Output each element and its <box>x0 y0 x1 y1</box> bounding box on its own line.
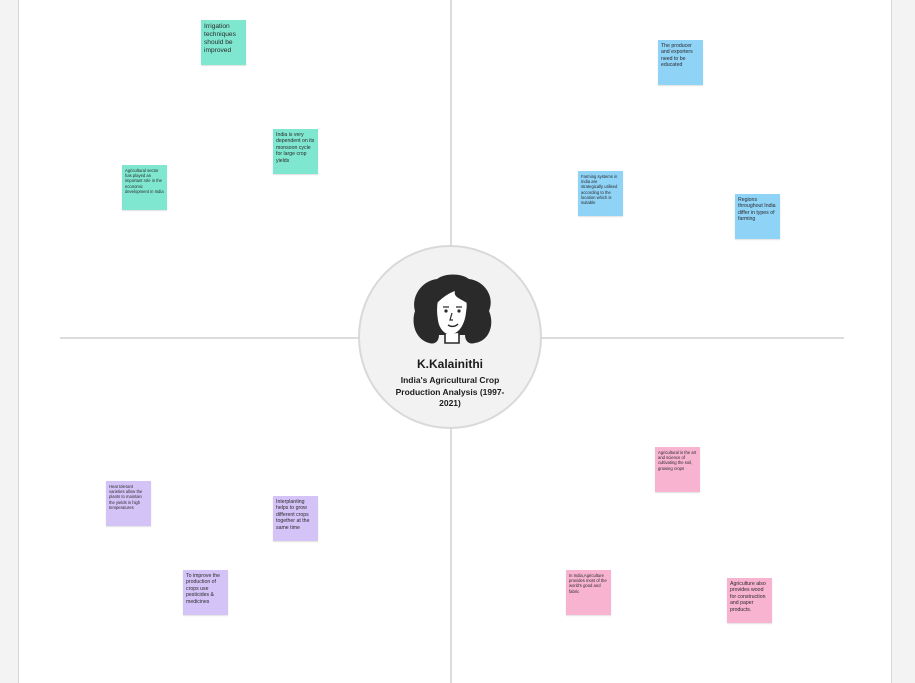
sticky-note-text: To improve the production of crops use p… <box>186 573 221 605</box>
sticky-note-wood-paper[interactable]: Agriculture also provides wood for const… <box>727 578 772 623</box>
sticky-note-economic-development[interactable]: Agricultural sector has played an import… <box>122 165 167 210</box>
sticky-note-text: The producer and exporters need to be ed… <box>661 43 693 69</box>
topic-title: India's Agricultural Crop Production Ana… <box>395 375 505 408</box>
sticky-note-farming-systems[interactable]: Farming systems in India are strategical… <box>578 171 623 216</box>
sticky-note-agriculture-science[interactable]: Agricultural is the art and science of c… <box>655 447 700 492</box>
sticky-note-world-goods[interactable]: In India,Agriculture provides most of th… <box>566 570 611 615</box>
sticky-note-monsoon[interactable]: India is very dependent on its monsoon c… <box>273 129 318 174</box>
sticky-note-text: India is very dependent on its monsoon c… <box>276 132 315 164</box>
sticky-note-heat-tolerant[interactable]: Heat tolerant varieties allow the plants… <box>106 481 151 526</box>
sticky-note-text: Heat tolerant varieties allow the plants… <box>109 484 143 510</box>
sticky-note-text: Interplanting helps to grow different cr… <box>276 499 310 531</box>
sticky-note-text: Farming systems in India are strategical… <box>581 174 618 206</box>
sticky-note-producers[interactable]: The producer and exporters need to be ed… <box>658 40 703 85</box>
author-name: K.Kalainithi <box>416 357 483 371</box>
sticky-note-text: Agricultural sector has played an import… <box>125 168 164 194</box>
sticky-note-text: Agriculture also provides wood for const… <box>730 581 766 613</box>
sticky-note-pesticides[interactable]: To improve the production of crops use p… <box>183 570 228 615</box>
woman-portrait-icon <box>413 274 492 344</box>
sticky-note-regions[interactable]: Regions throughout India differ in types… <box>735 194 780 239</box>
sticky-note-text: In India,Agriculture provides most of th… <box>569 573 607 594</box>
center-topic-circle[interactable]: K.Kalainithi India's Agricultural Crop P… <box>358 245 542 429</box>
sticky-note-text: Agricultural is the art and science of c… <box>658 450 697 471</box>
sticky-note-text: Regions throughout India differ in types… <box>738 197 776 223</box>
sticky-note-text: Irrigation techniques should be improved <box>204 23 236 54</box>
sticky-note-interplanting[interactable]: Interplanting helps to grow different cr… <box>273 496 318 541</box>
sticky-note-irrigation[interactable]: Irrigation techniques should be improved <box>201 20 246 65</box>
